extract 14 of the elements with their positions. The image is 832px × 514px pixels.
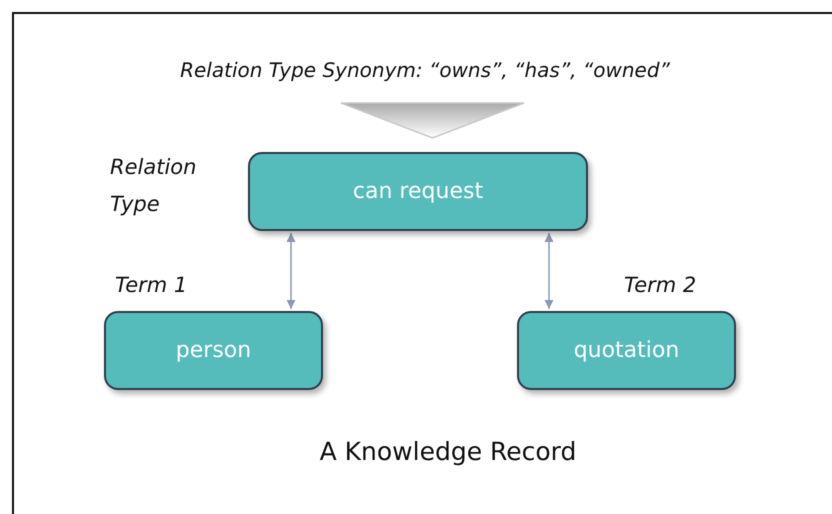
term-box bbox=[104, 311, 323, 390]
box-label: person bbox=[176, 338, 252, 363]
synonym-note: Relation Type Synonym: “owns”, “has”, “owned” bbox=[180, 58, 670, 82]
double-arrow bbox=[286, 233, 296, 309]
role-label: Term 1 bbox=[115, 272, 188, 299]
term-box bbox=[517, 311, 736, 390]
box-label: quotation bbox=[574, 338, 680, 363]
role-label: Term 2 bbox=[624, 272, 698, 299]
pointer-triangle bbox=[340, 102, 525, 139]
caption: A Knowledge Record bbox=[320, 437, 576, 466]
box-label: can request bbox=[352, 179, 484, 204]
double-arrow bbox=[544, 233, 554, 309]
term-box bbox=[248, 152, 588, 231]
role-label: Relation Type bbox=[110, 154, 198, 218]
